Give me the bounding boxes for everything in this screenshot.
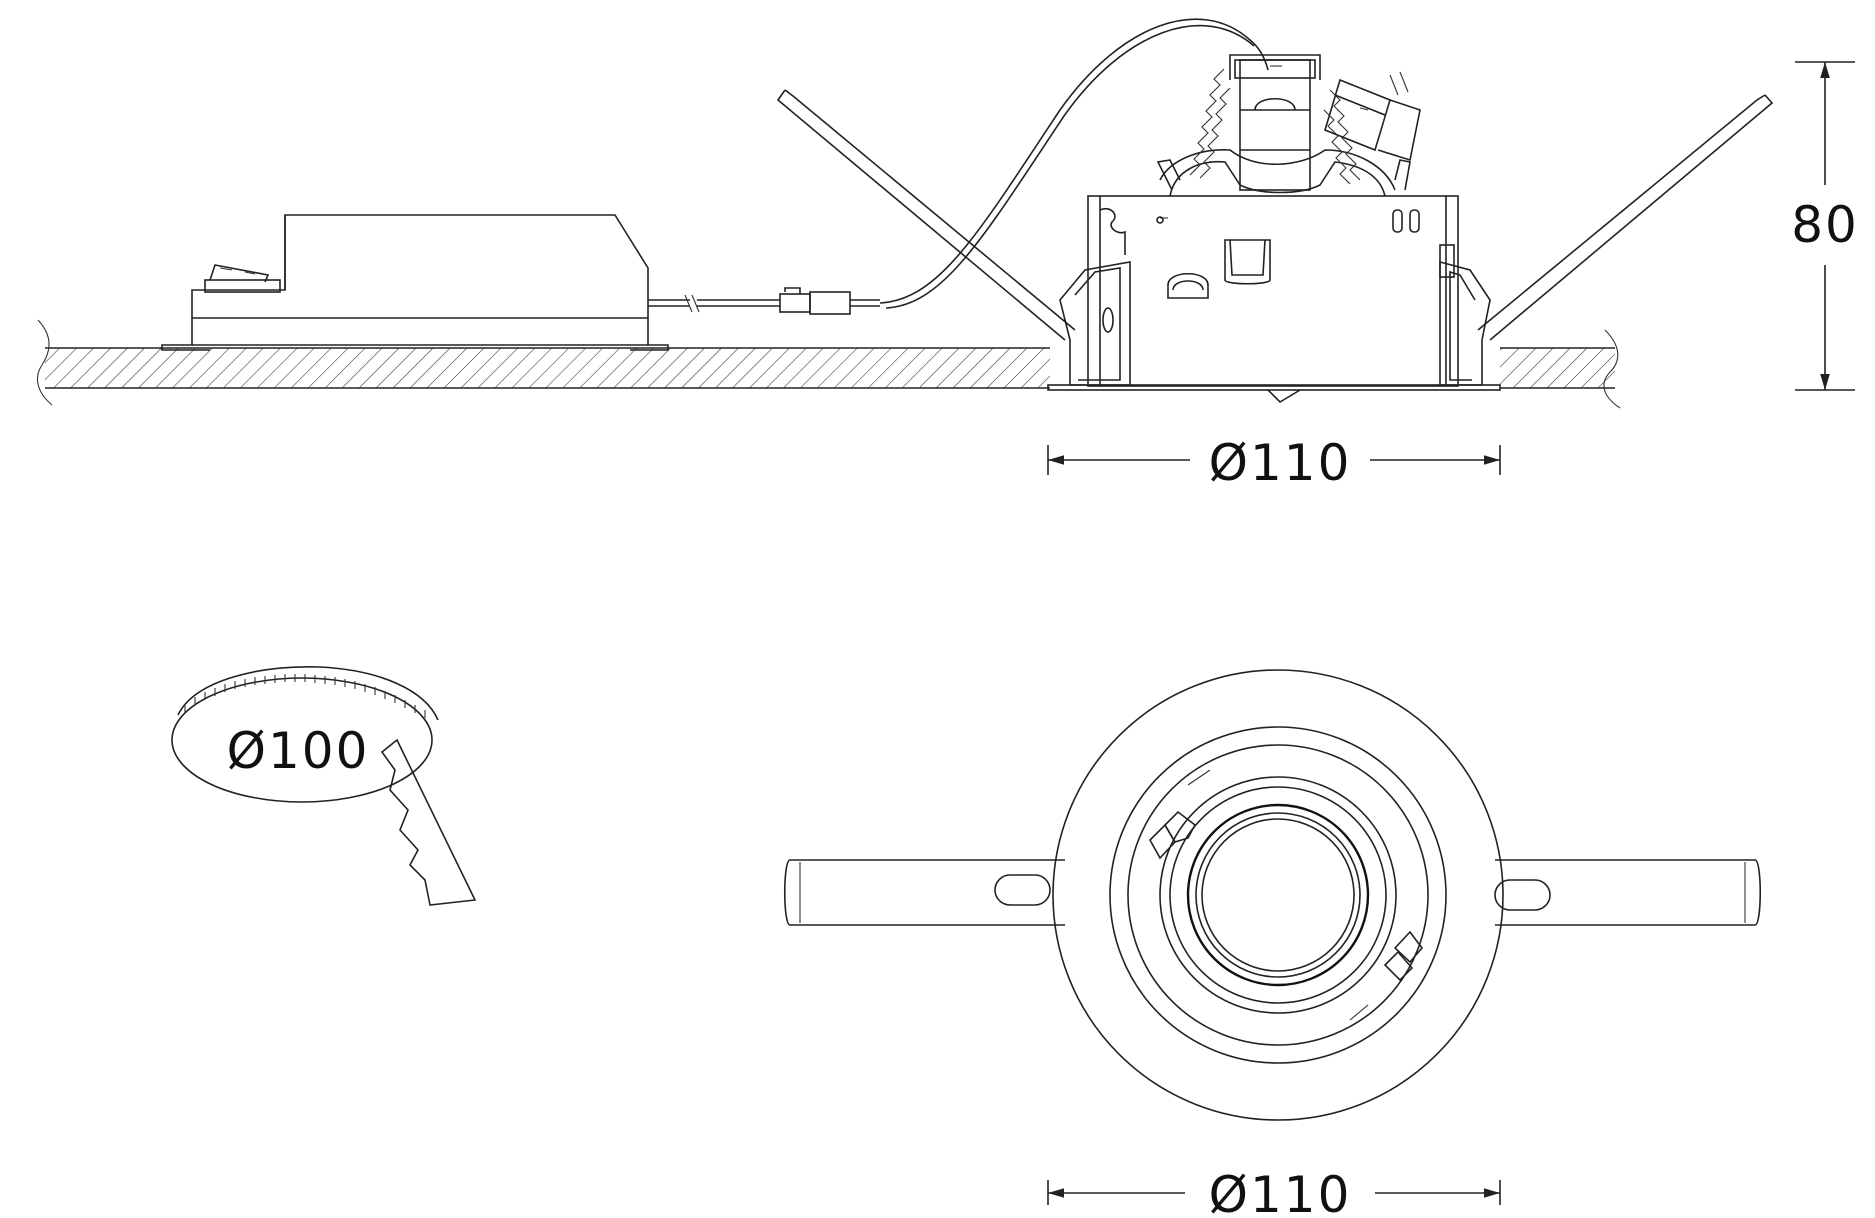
spring-clip-left	[776, 89, 1076, 341]
fixture-housing	[1047, 195, 1501, 404]
height-label: 80	[1791, 196, 1859, 254]
spring-arms	[784, 859, 1761, 926]
lamp-head	[1156, 54, 1421, 197]
ceiling-cutout	[171, 666, 477, 906]
top-view	[784, 669, 1761, 1121]
led-driver	[161, 214, 880, 351]
hole-saw-icon	[380, 738, 477, 906]
side-width-label: Ø110	[1209, 434, 1352, 492]
supply-wire	[879, 18, 1269, 304]
top-width-label: Ø110	[1209, 1166, 1352, 1218]
side-width-dimension	[1047, 445, 1501, 475]
spring-clip-right	[1477, 94, 1774, 341]
cutout-diameter-label: Ø100	[227, 722, 370, 780]
ceiling-section	[37, 319, 1621, 409]
height-dimension	[1795, 61, 1855, 391]
top-width-dimension	[1047, 1180, 1501, 1205]
side-view: 80 Ø110	[37, 18, 1859, 492]
